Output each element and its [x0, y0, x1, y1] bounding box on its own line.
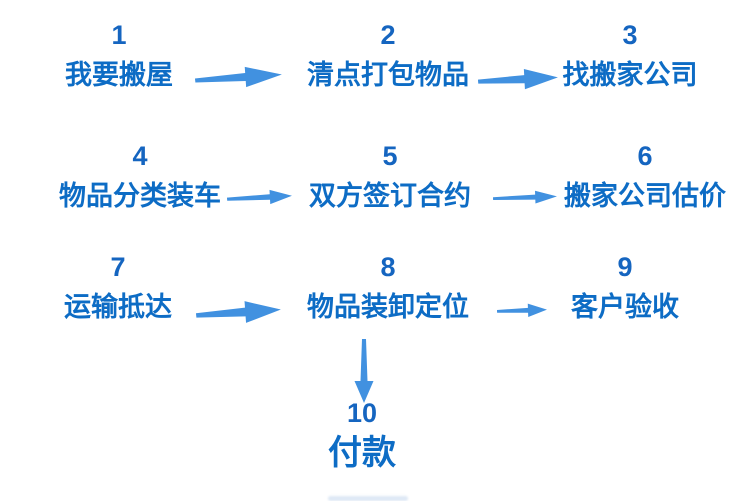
step-6-label: 搬家公司估价 — [564, 181, 726, 211]
arrow-right-icon — [492, 190, 557, 204]
step-10-number: 10 — [346, 398, 378, 428]
step-7: 7 运输抵达 — [64, 254, 172, 321]
arrow-down-icon — [354, 339, 374, 403]
step-2-label: 清点打包物品 — [307, 60, 469, 90]
arrow-right-icon — [195, 301, 281, 323]
arrow-right-icon — [226, 189, 292, 205]
step-2: 2 清点打包物品 — [307, 22, 469, 89]
step-8-label: 物品装卸定位 — [307, 292, 469, 322]
step-4: 4 物品分类装车 — [59, 143, 221, 210]
step-5-number: 5 — [382, 141, 398, 171]
step-1-label: 我要搬屋 — [65, 60, 173, 90]
step-7-number: 7 — [110, 252, 126, 282]
cutoff-bottom-element — [328, 496, 408, 501]
step-3-label: 找搬家公司 — [562, 60, 698, 90]
step-8-number: 8 — [380, 252, 396, 282]
step-10-label: 付款 — [328, 434, 396, 472]
step-7-label: 运输抵达 — [64, 292, 172, 322]
step-9-number: 9 — [617, 252, 633, 282]
step-6: 6 搬家公司估价 — [564, 143, 726, 210]
step-2-number: 2 — [380, 20, 396, 50]
arrow-right-icon — [496, 303, 547, 318]
step-4-number: 4 — [132, 141, 148, 171]
step-9-label: 客户验收 — [571, 292, 679, 322]
step-1: 1 我要搬屋 — [65, 22, 173, 89]
step-10: 10 付款 — [328, 398, 396, 472]
step-1-number: 1 — [111, 20, 127, 50]
step-4-label: 物品分类装车 — [59, 181, 221, 211]
step-3-number: 3 — [622, 20, 638, 50]
step-9: 9 客户验收 — [571, 254, 679, 321]
arrow-right-icon — [194, 66, 282, 88]
step-5-label: 双方签订合约 — [309, 181, 471, 211]
arrow-right-icon — [477, 69, 558, 90]
step-6-number: 6 — [637, 141, 653, 171]
step-5: 5 双方签订合约 — [309, 143, 471, 210]
step-3: 3 找搬家公司 — [563, 22, 698, 89]
step-8: 8 物品装卸定位 — [307, 254, 469, 321]
